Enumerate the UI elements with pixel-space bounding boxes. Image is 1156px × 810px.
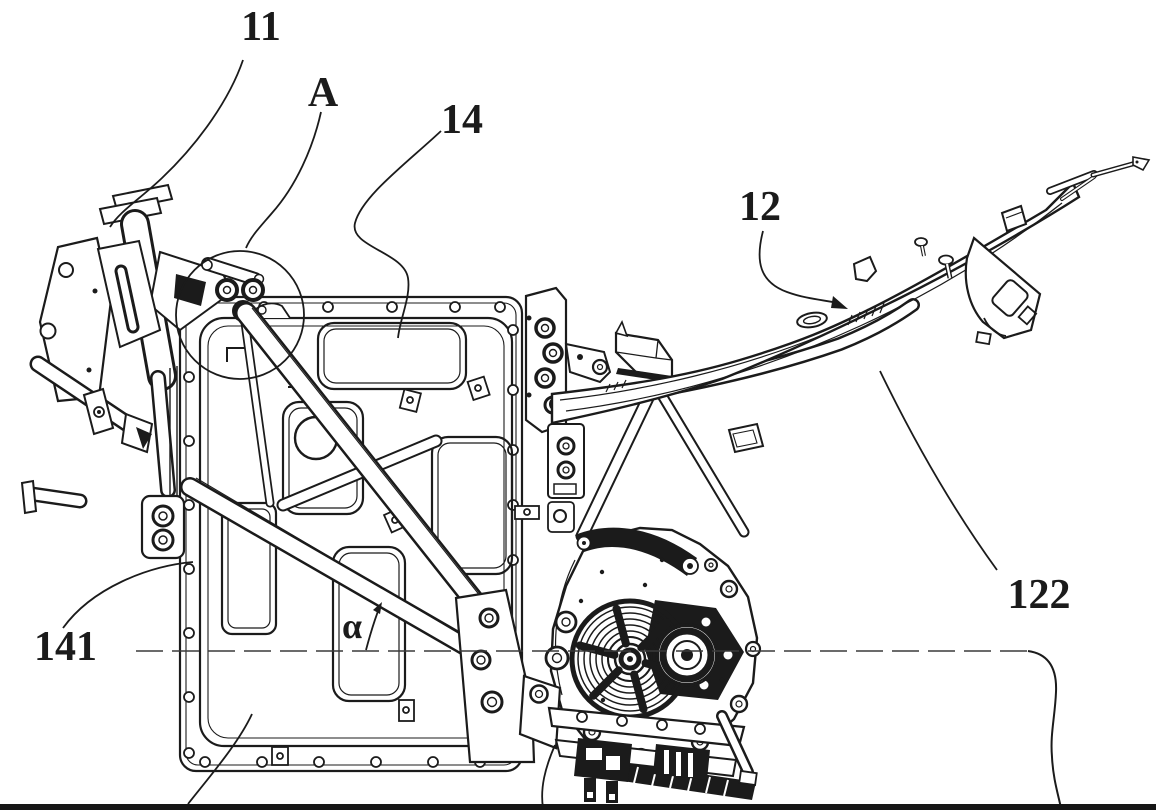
leader-141 xyxy=(62,561,194,629)
tail-tip xyxy=(1132,156,1151,172)
gearbox-bolts xyxy=(576,711,706,735)
tail-tube xyxy=(1047,171,1097,194)
leader-bottom-left xyxy=(187,713,253,805)
label-122: 122 xyxy=(1008,572,1071,618)
detail-circle-a xyxy=(175,250,305,380)
subframe-lug xyxy=(564,342,612,384)
gearbox-assembly xyxy=(518,674,758,803)
leader-alpha-arrowhead xyxy=(373,602,382,614)
output-gear xyxy=(659,627,715,683)
subframe-strut-right xyxy=(656,388,748,536)
subframe-main-beam xyxy=(550,180,1081,425)
gearbox-right-arm xyxy=(718,712,752,776)
main-down-tube xyxy=(237,304,499,630)
leader-lines xyxy=(62,59,998,809)
tail-rod xyxy=(1091,161,1138,177)
leader-14 xyxy=(353,130,442,339)
leader-12 xyxy=(758,230,839,304)
seat-tube xyxy=(240,305,273,506)
top-tube-stub xyxy=(203,259,260,284)
lower-main-tube xyxy=(182,479,482,659)
leader-bottom-center xyxy=(541,744,556,809)
stub-tube xyxy=(27,489,85,506)
label-A: A xyxy=(308,70,339,116)
datum-centerline xyxy=(136,650,1062,809)
leader-122 xyxy=(879,370,998,571)
main-frame-tubes xyxy=(180,302,501,661)
leader-11 xyxy=(109,59,244,228)
seat-hook xyxy=(852,255,878,283)
front-down-tube xyxy=(152,372,174,496)
label-14: 14 xyxy=(441,97,483,143)
label-11: 11 xyxy=(241,4,281,50)
inner-plate-slot xyxy=(117,267,137,331)
connector-block-2 xyxy=(653,744,710,780)
subframe-tab-plate xyxy=(727,422,765,454)
battery-box xyxy=(178,295,540,773)
junction-shadow xyxy=(174,274,206,306)
connector-block-1 xyxy=(574,738,632,782)
battery-box-flange-inner-line xyxy=(185,302,517,766)
leader-A xyxy=(245,111,322,249)
clevis-shadow xyxy=(136,427,152,449)
label-alpha: α xyxy=(342,606,362,646)
motor-top-arm xyxy=(575,527,697,576)
battery-box-rim-inner-line xyxy=(207,325,505,739)
beam-hatch-ticks xyxy=(605,302,885,393)
filler-cap xyxy=(796,311,828,329)
reference-labels: 11 A 14 12 122 141 α xyxy=(34,4,1071,670)
label-12: 12 xyxy=(739,184,781,230)
front-frame xyxy=(20,183,265,560)
stub-cap xyxy=(20,479,38,515)
lid-corner-mark-1 xyxy=(226,347,247,362)
gearbox-ribbed-rail xyxy=(602,760,756,800)
rear-subframe xyxy=(549,156,1151,543)
leader-12-arrowhead xyxy=(831,296,848,309)
motor-rivet-dots xyxy=(578,557,725,734)
battery-box-clips xyxy=(271,375,540,766)
label-141: 141 xyxy=(34,624,97,670)
centerline-drop-curve xyxy=(1027,650,1062,809)
subframe-strut-left xyxy=(577,393,653,541)
figure-bottom-border xyxy=(0,804,1156,810)
